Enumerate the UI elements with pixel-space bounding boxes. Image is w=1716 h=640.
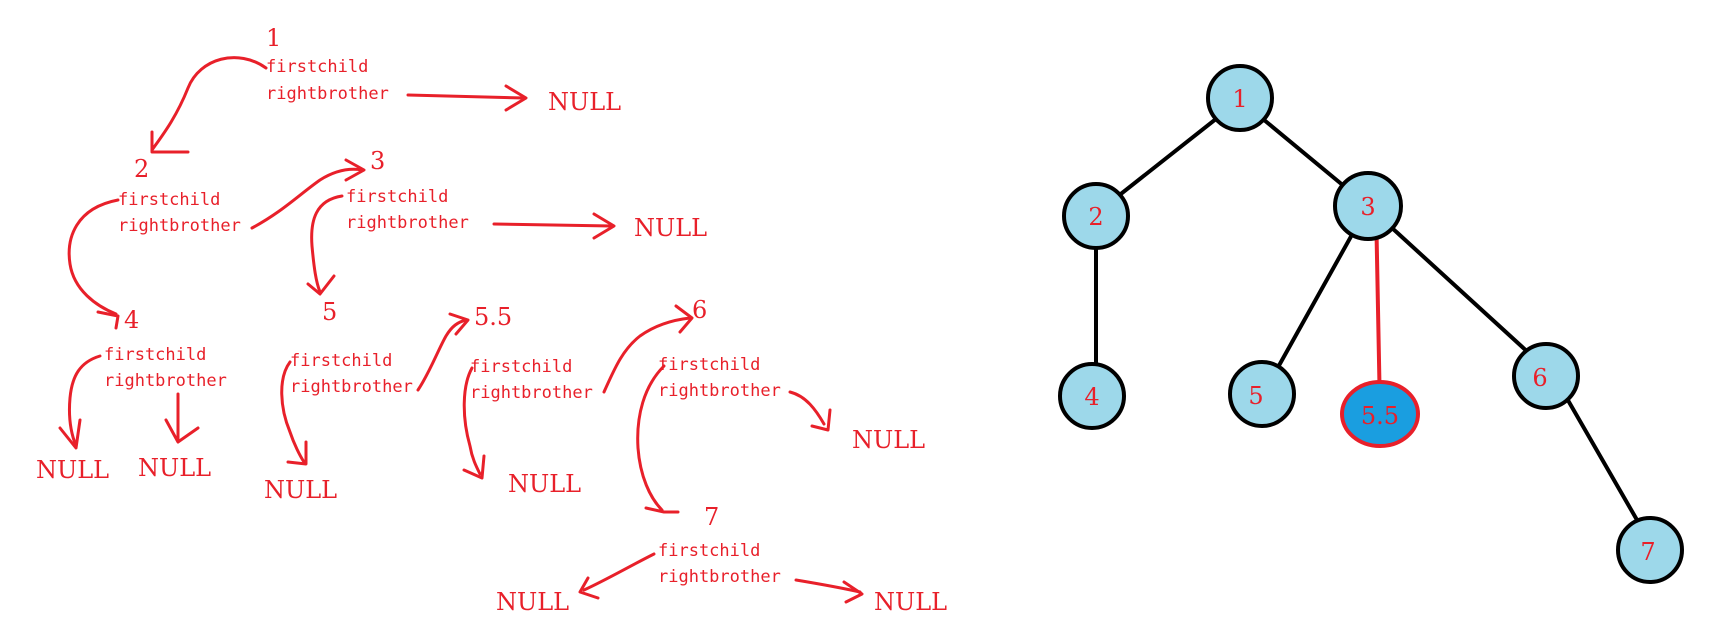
arrow-2-firstchild-head — [96, 310, 120, 330]
node-1-rightbrother-label: rightbrother — [266, 84, 389, 104]
tree-edge-6-7 — [1552, 374, 1654, 548]
arrow-3-rightbrother — [492, 222, 614, 228]
arrow-5-5-firstchild — [462, 366, 482, 476]
node-5-5-firstchild-label: firstchild — [470, 357, 572, 377]
tree-edge-3-5 — [1260, 204, 1370, 398]
node-1-firstchild-label: firstchild — [266, 57, 368, 77]
tree-node-7-label: 7 — [1640, 538, 1655, 566]
arrow-6-firstchild — [636, 364, 666, 512]
node-4-number: 4 — [124, 306, 139, 334]
arrow-1-rightbrother-head — [504, 84, 528, 112]
node-4-rightbrother-label: rightbrother — [104, 371, 227, 391]
node-5-firstchild-label: firstchild — [290, 351, 392, 371]
node-7-firstchild-label: firstchild — [658, 541, 760, 561]
tree-edge-3-5-5 — [1374, 204, 1382, 414]
arrow-5-rightbrother — [416, 318, 468, 392]
node-7-record: 7 firstchild rightbrother — [658, 503, 781, 587]
tree-edge-3-6 — [1366, 204, 1556, 378]
node-4-record: 4 firstchild rightbrother — [104, 306, 227, 391]
arrow-6-rightbrother-head — [810, 408, 832, 432]
node-3-rightbrother-label: rightbrother — [346, 213, 469, 233]
arrow-3-firstchild — [310, 194, 344, 294]
tree-node-3: 3 — [1333, 171, 1403, 241]
tree-node-6-label: 6 — [1532, 364, 1547, 392]
tree-node-1: 1 — [1206, 64, 1274, 132]
node-3-record: 3 firstchild rightbrother — [346, 147, 469, 233]
arrow-6-firstchild-head — [644, 506, 680, 514]
node-6-record: 6 firstchild rightbrother — [658, 296, 781, 401]
tree-node-5: 5 — [1228, 360, 1296, 428]
arrow-5-5-firstchild-head — [462, 454, 486, 480]
arrow-6-rightbrother — [788, 390, 826, 426]
arrow-1-rightbrother — [406, 93, 526, 100]
tree-node-5-5-label: 5.5 — [1361, 402, 1399, 430]
null-7-right: NULL — [874, 588, 947, 616]
arrow-5-firstchild-head — [286, 440, 308, 466]
arrow-1-firstchild — [150, 56, 268, 152]
null-4-right: NULL — [138, 454, 211, 482]
arrow-5-5-rightbrother — [602, 316, 692, 394]
arrow-2-rightbrother — [250, 167, 364, 230]
arrow-2-firstchild — [67, 198, 120, 316]
left-linked-diagram: 1 firstchild rightbrother 2 firstchild r… — [36, 24, 947, 616]
tree-node-2-label: 2 — [1088, 203, 1103, 231]
node-5-5-rightbrother-label: rightbrother — [470, 383, 593, 403]
arrow-2-rightbrother-head — [344, 158, 366, 182]
null-5-5-first: NULL — [508, 470, 581, 498]
tree-node-7: 7 — [1616, 516, 1684, 584]
node-6-rightbrother-label: rightbrother — [658, 381, 781, 401]
node-6-firstchild-label: firstchild — [658, 355, 760, 375]
node-5-5-number: 5.5 — [474, 303, 512, 331]
arrow-3-rightbrother-head — [592, 212, 616, 240]
arrow-7-firstchild-head — [578, 576, 600, 600]
arrow-4-rightbrother-head — [164, 418, 200, 444]
arrow-5-rightbrother-head — [448, 312, 470, 336]
right-tree: 1 2 3 4 5 5.5 6 7 — [1058, 64, 1684, 584]
node-3-firstchild-label: firstchild — [346, 187, 448, 207]
tree-node-2: 2 — [1062, 182, 1130, 250]
node-1-number: 1 — [266, 24, 281, 52]
arrow-5-5-rightbrother-head — [674, 304, 694, 334]
node-6-number: 6 — [692, 296, 707, 324]
node-7-rightbrother-label: rightbrother — [658, 567, 781, 587]
tree-node-1-label: 1 — [1232, 85, 1247, 113]
node-3-number: 3 — [370, 147, 385, 175]
node-1-record: 1 firstchild rightbrother — [266, 24, 389, 104]
node-7-number: 7 — [704, 503, 719, 531]
arrow-7-rightbrother-head — [842, 580, 864, 604]
null-3-right: NULL — [634, 214, 707, 242]
node-5-5-record: 5.5 firstchild rightbrother — [470, 303, 593, 403]
null-5-first: NULL — [264, 476, 337, 504]
tree-node-6: 6 — [1512, 342, 1580, 410]
node-5-number: 5 — [322, 298, 337, 326]
tree-node-5-5: 5.5 — [1340, 380, 1420, 448]
node-5-rightbrother-label: rightbrother — [290, 377, 413, 397]
tree-node-3-label: 3 — [1360, 193, 1375, 221]
arrow-7-firstchild — [582, 552, 656, 592]
tree-node-4-label: 4 — [1084, 383, 1099, 411]
arrow-5-firstchild — [280, 360, 306, 464]
null-4-first: NULL — [36, 456, 109, 484]
arrow-4-firstchild — [68, 354, 102, 448]
tree-node-5-label: 5 — [1248, 382, 1263, 410]
node-2-record: 2 firstchild rightbrother — [118, 155, 241, 236]
node-2-rightbrother-label: rightbrother — [118, 216, 241, 236]
node-2-number: 2 — [134, 155, 149, 183]
node-2-firstchild-label: firstchild — [118, 190, 220, 210]
null-7-first: NULL — [496, 588, 569, 616]
arrow-4-firstchild-head — [58, 418, 82, 450]
node-5-record: 5 firstchild rightbrother — [290, 298, 413, 397]
null-1-right: NULL — [548, 88, 621, 116]
null-6-right: NULL — [852, 426, 925, 454]
tree-node-4: 4 — [1058, 362, 1126, 430]
arrow-1-firstchild-head — [150, 130, 190, 154]
arrow-3-firstchild-head — [306, 274, 336, 296]
node-4-firstchild-label: firstchild — [104, 345, 206, 365]
